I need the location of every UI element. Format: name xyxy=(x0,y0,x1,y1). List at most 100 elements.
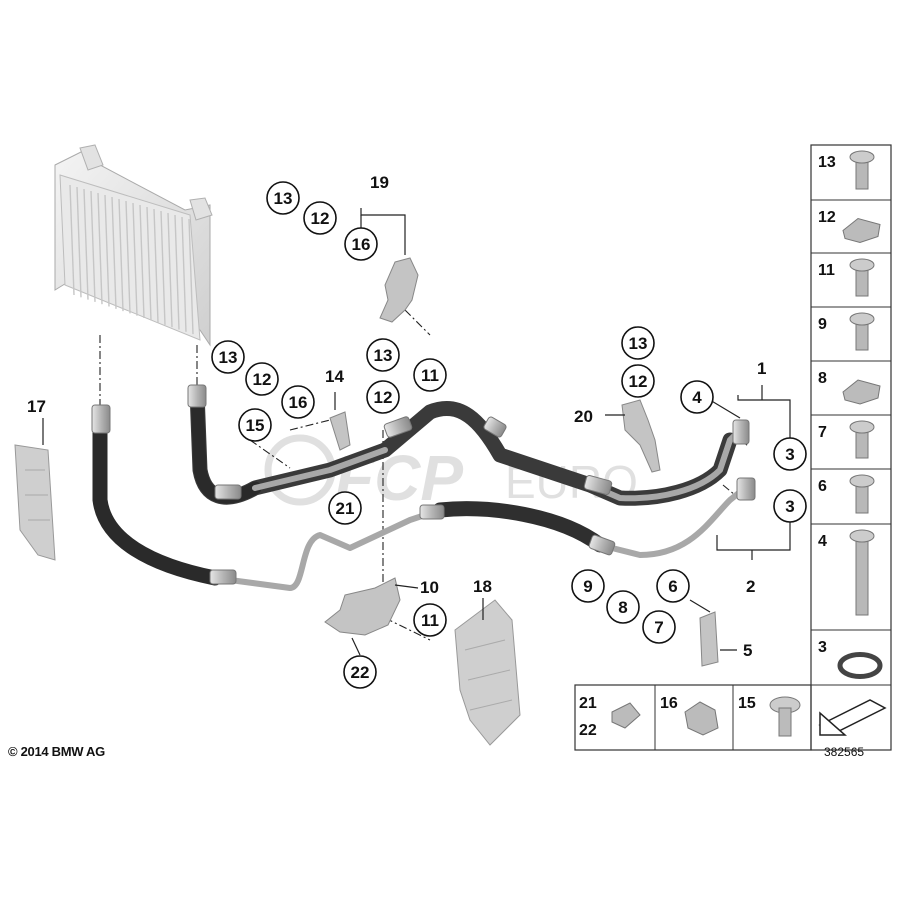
callout-c11a: 11 xyxy=(413,358,447,392)
callout-number: 11 xyxy=(421,611,439,630)
bolt-9-icon xyxy=(849,312,875,351)
callout-c15: 15 xyxy=(238,408,272,442)
legend-label-22: 22 xyxy=(579,722,597,739)
callout-number: 13 xyxy=(219,348,238,367)
legend-label-16: 16 xyxy=(660,695,678,712)
callout-c19: 19 xyxy=(370,173,389,192)
callout-circle xyxy=(680,380,714,414)
callout-c10: 10 xyxy=(420,578,439,597)
callout-circle xyxy=(366,338,400,372)
callout-c3a: 3 xyxy=(773,437,807,471)
oil-cooler-radiator xyxy=(54,144,213,347)
callout-number: 12 xyxy=(629,372,648,391)
seal-ring-3-icon xyxy=(837,652,883,679)
callout-number: 21 xyxy=(336,499,355,518)
callout-c12c: 12 xyxy=(366,380,400,414)
callout-circle xyxy=(266,181,300,215)
callout-c1: 1 xyxy=(757,359,766,378)
callout-c13a: 13 xyxy=(266,181,300,215)
callout-circle xyxy=(413,358,447,392)
legend-label-7: 7 xyxy=(818,424,827,441)
callout-c18: 18 xyxy=(473,577,492,596)
callout-circle xyxy=(366,380,400,414)
legend-label-15: 15 xyxy=(738,695,756,712)
callout-circle xyxy=(281,385,315,419)
callout-circle xyxy=(571,569,605,603)
callout-circle xyxy=(211,340,245,374)
callout-c11b: 11 xyxy=(413,603,447,637)
callout-number: 12 xyxy=(311,209,330,228)
callout-c22: 22 xyxy=(343,655,377,689)
legend-label-11: 11 xyxy=(818,262,835,279)
sleeve-7-icon xyxy=(849,420,875,459)
legend-label-3: 3 xyxy=(818,639,827,656)
legend-bottom-frame xyxy=(574,684,812,751)
callout-circle xyxy=(621,326,655,360)
callout-circle xyxy=(303,201,337,235)
callout-number: 13 xyxy=(274,189,293,208)
callout-number: 12 xyxy=(374,388,393,407)
callout-c2: 2 xyxy=(746,577,755,596)
callout-c12d: 12 xyxy=(621,364,655,398)
callout-number: 6 xyxy=(668,577,677,596)
callout-c9: 9 xyxy=(571,569,605,603)
callout-c16a: 16 xyxy=(344,227,378,261)
callout-number: 16 xyxy=(352,235,371,254)
callout-circle xyxy=(621,364,655,398)
legend-label-9: 9 xyxy=(818,316,827,333)
callout-number: 13 xyxy=(629,334,648,353)
callout-circle xyxy=(773,489,807,523)
copyright: © 2014 BMW AG xyxy=(8,744,105,759)
clamp-8-icon xyxy=(842,379,881,405)
callout-number: 15 xyxy=(246,416,265,435)
callout-number: 3 xyxy=(785,445,794,464)
callout-circle xyxy=(413,603,447,637)
callout-number: 13 xyxy=(374,346,393,365)
callout-number: 16 xyxy=(289,393,308,412)
callout-c5: 5 xyxy=(743,641,752,660)
callout-c13b: 13 xyxy=(211,340,245,374)
callout-circle xyxy=(344,227,378,261)
legend-label-8: 8 xyxy=(818,370,827,387)
callout-number: 8 xyxy=(618,598,627,617)
callout-c13c: 13 xyxy=(366,338,400,372)
callout-circle xyxy=(606,590,640,624)
callout-number: 3 xyxy=(785,497,794,516)
callout-c13d: 13 xyxy=(621,326,655,360)
callout-c12a: 12 xyxy=(303,201,337,235)
callout-number: 12 xyxy=(253,370,272,389)
clip-21-22-icon xyxy=(611,702,641,729)
callout-number: 4 xyxy=(692,388,702,407)
callout-circle xyxy=(343,655,377,689)
legend-frame xyxy=(810,144,892,751)
callout-c12b: 12 xyxy=(245,362,279,396)
callout-c21: 21 xyxy=(328,491,362,525)
callout-c14: 14 xyxy=(325,367,344,386)
callout-circle xyxy=(238,408,272,442)
heat-shields xyxy=(14,444,521,746)
orientation-arrow-icon xyxy=(818,699,887,736)
legend-label-12: 12 xyxy=(818,209,836,226)
callout-number: 11 xyxy=(421,366,439,385)
callout-c7: 7 xyxy=(642,610,676,644)
legend-label-21: 21 xyxy=(579,695,597,712)
legend-label-6: 6 xyxy=(818,478,827,495)
callout-number: 7 xyxy=(654,618,663,637)
callout-number: 22 xyxy=(351,663,370,682)
callout-circle xyxy=(245,362,279,396)
callout-circle xyxy=(773,437,807,471)
callout-number: 9 xyxy=(583,577,592,596)
callout-circle xyxy=(656,569,690,603)
bolt-11-icon xyxy=(849,258,875,297)
callout-circle xyxy=(328,491,362,525)
bolt-4-icon xyxy=(849,529,875,616)
callout-c16b: 16 xyxy=(281,385,315,419)
legend-label-13: 13 xyxy=(818,154,836,171)
legend-label-4: 4 xyxy=(818,533,827,550)
callout-c3b: 3 xyxy=(773,489,807,523)
callout-c4: 4 xyxy=(680,380,714,414)
callout-c17: 17 xyxy=(27,397,46,416)
brackets xyxy=(324,257,719,667)
